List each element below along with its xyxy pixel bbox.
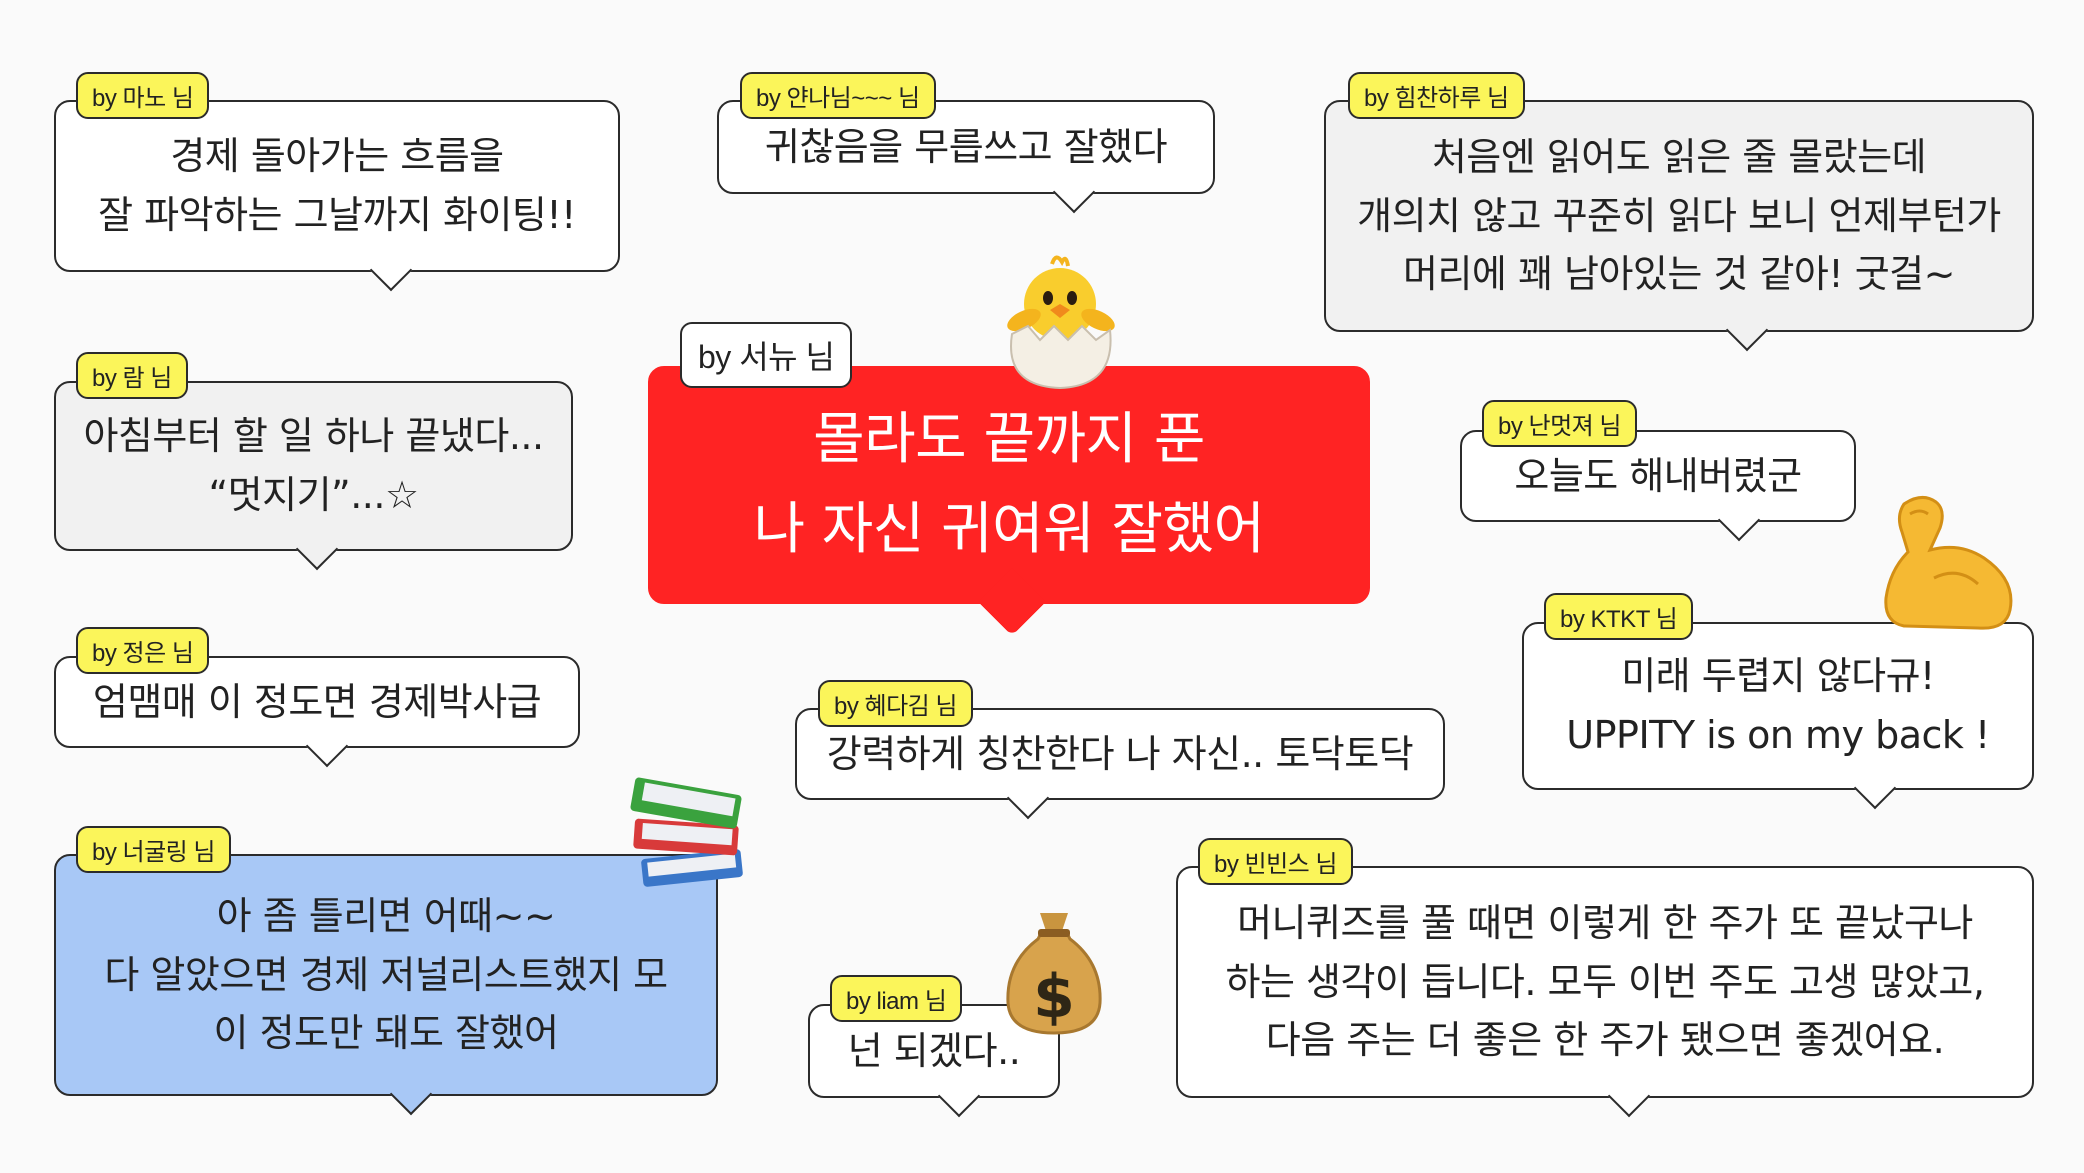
comment-bubble-himchan: 처음엔 읽어도 읽은 줄 몰랐는데 개의치 않고 꾸준히 읽다 보니 언제부턴가… <box>1324 100 2034 352</box>
svg-text:$: $ <box>1033 962 1075 1032</box>
comment-line: 이 정도만 돼도 잘했어 <box>213 1011 559 1056</box>
comment-line: 머리에 꽤 남아있는 것 같아! 굿걸~ <box>1403 252 1955 297</box>
comment-line: 넌 되겠다.. <box>847 1028 1021 1073</box>
comment-line: 아 좀 틀리면 어때~~ <box>216 893 556 938</box>
comment-line: 다음 주는 더 좋은 한 주가 됐으면 좋겠어요. <box>1265 1018 1945 1063</box>
author-tag-binbins: by 빈빈스 님 <box>1198 838 1354 885</box>
flexed-biceps-icon <box>1884 496 2013 630</box>
comment-bubble-jeongeun: 엄맴매 이 정도면 경제박사급 <box>54 656 580 768</box>
author-tag-annanim: by 얀나님~~~ 님 <box>740 72 936 119</box>
hatching-chick-icon <box>1007 255 1115 390</box>
author-tag-mano: by 마노 님 <box>76 72 210 119</box>
author-tag-neogul: by 너굴링 님 <box>76 826 232 873</box>
comment-line: 하는 생각이 듭니다. 모두 이번 주도 고생 많았고, <box>1225 959 1985 1004</box>
comment-bubble-annanim: 귀찮음을 무릅쓰고 잘했다 <box>717 100 1215 214</box>
comment-bubble-ktkt: 미래 두렵지 않다규! UPPITY is on my back ! <box>1522 622 2034 810</box>
featured-comment-bubble: 몰라도 끝까지 푼 나 자신 귀여워 잘했어 <box>648 366 1370 636</box>
comment-line: “멋지기”...☆ <box>208 473 419 517</box>
featured-comment-line: 몰라도 끝까지 푼 <box>813 407 1205 473</box>
author-tag-himchan: by 힘찬하루 님 <box>1348 72 1525 119</box>
books-icon <box>630 777 743 887</box>
comment-bubble-binbins: 머니퀴즈를 풀 때면 이렇게 한 주가 또 끝났구나 하는 생각이 듭니다. 모… <box>1176 866 2034 1118</box>
comment-line: 잘 파악하는 그날까지 화이팅!! <box>98 193 576 237</box>
comment-line: 경제 돌아가는 흐름을 <box>170 134 504 179</box>
comment-line: 강력하게 칭찬한다 나 자신.. 토닥토닥 <box>826 731 1414 776</box>
comment-bubble-neogul: 아 좀 틀리면 어때~~ 다 알았으면 경제 저널리스트했지 모 이 정도만 돼… <box>54 854 718 1116</box>
comment-line: 엄맴매 이 정도면 경제박사급 <box>92 679 542 724</box>
author-tag-hyedagim: by 혜다김 님 <box>818 680 974 727</box>
comment-bubble-mano: 경제 돌아가는 흐름을 잘 파악하는 그날까지 화이팅!! <box>54 100 620 292</box>
featured-comment-line: 나 자신 귀여워 잘했어 <box>753 497 1265 562</box>
comment-bubble-ram: 아침부터 할 일 하나 끝냈다... “멋지기”...☆ <box>54 381 573 571</box>
comment-line: 처음엔 읽어도 읽은 줄 몰랐는데 <box>1431 134 1927 179</box>
comment-line: UPPITY is on my back ! <box>1566 713 1990 757</box>
comment-line: 다 알았으면 경제 저널리스트했지 모 <box>104 952 668 997</box>
author-tag-ktkt: by KTKT 님 <box>1544 593 1694 640</box>
author-tag-seonyu: by 서뉴 님 <box>680 322 853 388</box>
comment-line: 오늘도 해내버렸군 <box>1514 453 1802 498</box>
comment-line: 아침부터 할 일 하나 끝냈다... <box>83 414 544 459</box>
author-tag-ram: by 람 님 <box>76 352 188 399</box>
comment-line: 개의치 않고 꾸준히 읽다 보니 언제부턴가 <box>1357 193 2001 238</box>
author-tag-nanmeot: by 난멋져 님 <box>1482 400 1638 447</box>
author-tag-liam: by liam 님 <box>830 975 963 1022</box>
comment-line: 미래 두렵지 않다규! <box>1621 654 1935 699</box>
comment-line: 귀찮음을 무릅쓰고 잘했다 <box>764 124 1168 169</box>
comment-line: 머니퀴즈를 풀 때면 이렇게 한 주가 또 끝났구나 <box>1237 900 1973 945</box>
author-tag-jeongeun: by 정은 님 <box>76 627 210 674</box>
money-bag-icon: $ <box>1006 913 1102 1035</box>
